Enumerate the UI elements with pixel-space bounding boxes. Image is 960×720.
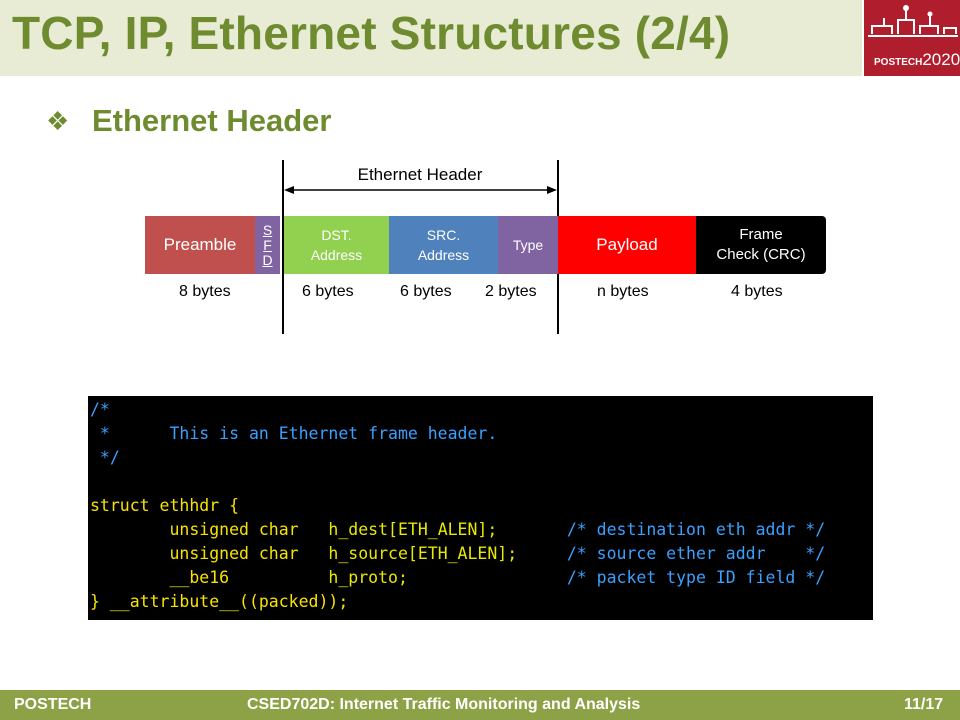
- field-preamble: Preamble: [145, 216, 255, 274]
- postech-logo: POSTECH2020: [862, 0, 960, 76]
- code-identifier: h_dest[ETH_ALEN];: [328, 520, 567, 539]
- title-bar: [0, 0, 960, 76]
- field-label: Payload: [596, 235, 658, 254]
- code-line-blank: [90, 470, 873, 494]
- code-type: unsigned char: [90, 544, 329, 563]
- code-line: struct ethhdr {: [90, 496, 240, 515]
- field-label: DST. Address: [310, 227, 363, 263]
- field-payload: Payload: [558, 216, 696, 274]
- footer-page-number: 11/17: [904, 696, 944, 713]
- logo-text: POSTECH2020: [874, 50, 960, 70]
- logo-line1: POSTECH: [874, 57, 923, 68]
- bullet-icon: ❖: [46, 106, 70, 136]
- field-src-address: SRC. Address: [389, 216, 498, 274]
- code-line: * This is an Ethernet frame header.: [90, 424, 498, 443]
- bytes-payload: n bytes: [597, 283, 649, 300]
- bytes-preamble: 8 bytes: [179, 283, 231, 300]
- code-line: } __attribute__((packed));: [90, 592, 349, 611]
- bytes-src-address: 6 bytes: [400, 283, 452, 300]
- bytes-dst-address: 6 bytes: [302, 283, 354, 300]
- slide-title: TCP, IP, Ethernet Structures (2/4): [12, 7, 731, 59]
- postech-building-icon: [868, 5, 958, 37]
- bytes-type: 2 bytes: [485, 283, 537, 300]
- field-label: Preamble: [163, 235, 237, 254]
- code-comment: /* destination eth addr */: [566, 520, 826, 539]
- field-sfd: S F D: [255, 216, 280, 274]
- ethernet-header-diagram: Ethernet Header: [282, 160, 559, 334]
- arrow-head-left: [284, 186, 294, 194]
- code-block: /* * This is an Ethernet frame header. *…: [88, 396, 873, 620]
- code-type: __be16: [90, 568, 329, 587]
- code-type: unsigned char: [90, 520, 329, 539]
- code-line: unsigned char h_dest[ETH_ALEN]; /* desti…: [90, 518, 873, 542]
- footer-left: POSTECH: [14, 696, 92, 713]
- section-heading: Ethernet Header: [92, 103, 332, 138]
- field-label: Type: [512, 237, 544, 253]
- code-line: */: [90, 448, 120, 467]
- logo-line2: 2020: [922, 50, 960, 69]
- field-label: Frame Check (CRC): [716, 226, 806, 263]
- field-type: Type: [498, 216, 558, 274]
- field-label: S F D: [262, 221, 273, 268]
- code-comment: /* packet type ID field */: [566, 568, 826, 587]
- code-line: __be16 h_proto; /* packet type ID field …: [90, 566, 873, 590]
- field-frame-check: Frame Check (CRC): [696, 216, 826, 274]
- code-identifier: h_source[ETH_ALEN];: [328, 544, 567, 563]
- bytes-frame-check: 4 bytes: [731, 283, 783, 300]
- header-span-label: Ethernet Header: [358, 165, 483, 184]
- footer-center: CSED702D: Internet Traffic Monitoring an…: [247, 696, 641, 713]
- code-identifier: h_proto;: [328, 568, 567, 587]
- field-dst-address: DST. Address: [284, 216, 389, 274]
- field-label: SRC. Address: [417, 227, 470, 263]
- footer-bar: POSTECH CSED702D: Internet Traffic Monit…: [0, 690, 960, 720]
- arrow-head-right: [547, 186, 557, 194]
- code-line: unsigned char h_source[ETH_ALEN]; /* sou…: [90, 542, 873, 566]
- code-line: /*: [90, 400, 110, 419]
- code-comment: /* source ether addr */: [566, 544, 826, 563]
